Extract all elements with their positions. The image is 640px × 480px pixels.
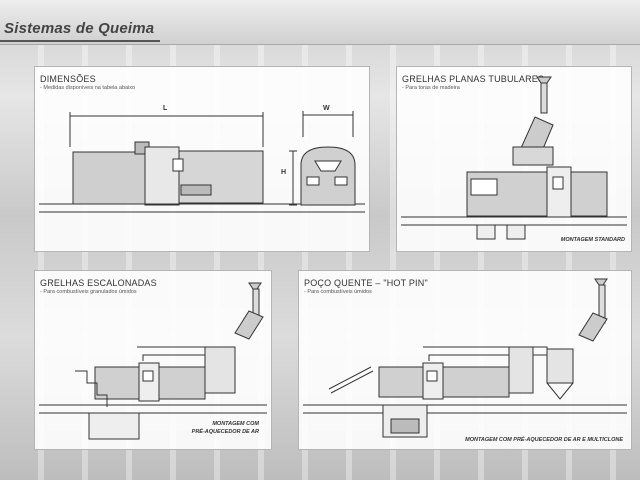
panel-caption-line2: PRÉ-AQUECEDOR DE AR: [191, 429, 259, 435]
panel-subtitle: - Para toras de madeira: [402, 85, 460, 91]
panel-dimensoes: DIMENSÕES - Medidas disponíveis na tabel…: [34, 66, 370, 252]
panel-subtitle: - Para combustíveis granulados úmidos: [40, 289, 137, 295]
title-underline: [0, 40, 160, 42]
length-label: L: [163, 105, 168, 112]
panel-title: DIMENSÕES: [40, 74, 96, 84]
panel-caption-line1: MONTAGEM COM: [212, 421, 259, 427]
header-band: [0, 0, 640, 45]
width-label: W: [323, 105, 330, 112]
boiler-dimension-diagram: [39, 111, 365, 213]
flat-grate-diagram: [401, 76, 627, 240]
panel-title: POÇO QUENTE – "HOT PIN": [304, 278, 428, 288]
panel-grelhas-escalonadas: GRELHAS ESCALONADAS - Para combustíveis …: [34, 270, 272, 450]
panel-title: GRELHAS ESCALONADAS: [40, 278, 157, 288]
panel-subtitle: - Medidas disponíveis na tabela abaixo: [40, 85, 136, 91]
panel-title: GRELHAS PLANAS TUBULARES: [402, 74, 545, 84]
height-label: H: [281, 169, 287, 176]
hot-pin-diagram: [303, 278, 627, 438]
panel-poco-quente: POÇO QUENTE – "HOT PIN" - Para combustív…: [298, 270, 632, 450]
page-title: Sistemas de Queima: [4, 20, 155, 37]
panel-caption: MONTAGEM STANDARD: [560, 237, 625, 243]
stepped-grate-diagram: [39, 282, 267, 440]
panel-subtitle: - Para combustíveis úmidos: [304, 289, 372, 295]
panel-grelhas-planas: GRELHAS PLANAS TUBULARES - Para toras de…: [396, 66, 632, 252]
panel-caption: MONTAGEM COM PRÉ-AQUECEDOR DE AR E MULTI…: [465, 437, 623, 443]
